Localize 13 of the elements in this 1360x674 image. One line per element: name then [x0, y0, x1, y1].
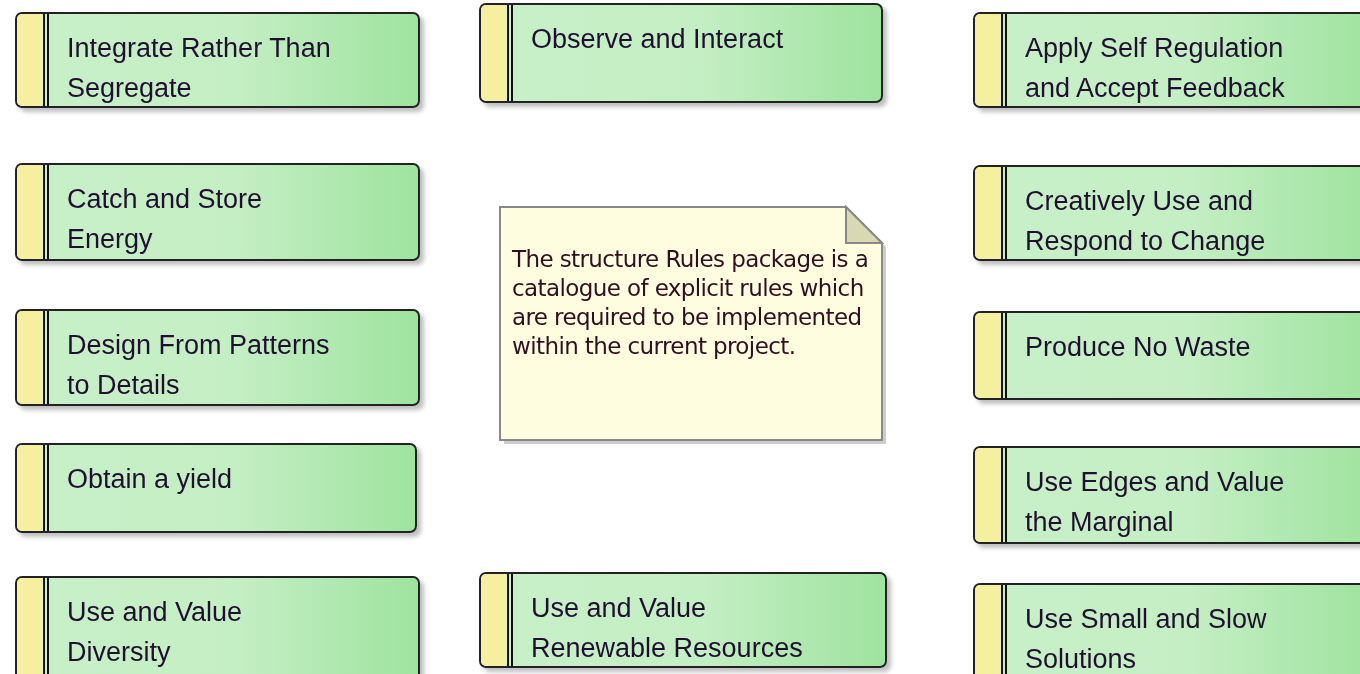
rule-name: Design From Patterns to Details: [67, 329, 331, 402]
rule-name: Use and Value Renewable Resources: [531, 592, 804, 665]
rule-name: Use Small and Slow Solutions: [1025, 603, 1268, 674]
rule-name: Integrate Rather Than Segregate: [67, 32, 332, 105]
rule-name: Produce No Waste: [1025, 331, 1252, 364]
rule-name: Use and Value Diversity: [67, 596, 244, 669]
rule-name: Creatively Use and Respond to Change: [1025, 185, 1267, 258]
rule-name: Catch and Store Energy: [67, 183, 264, 256]
rule-name: Observe and Interact: [531, 23, 785, 56]
rule-name: Obtain a yield: [67, 463, 234, 496]
rule-name: Use Edges and Value the Marginal: [1025, 466, 1286, 539]
rule-name: Apply Self Regulation and Accept Feedback: [1025, 32, 1286, 105]
note-text: The structure Rules package is a catalogue of explicit rules which are required to be implemented within the current project.: [512, 245, 870, 361]
